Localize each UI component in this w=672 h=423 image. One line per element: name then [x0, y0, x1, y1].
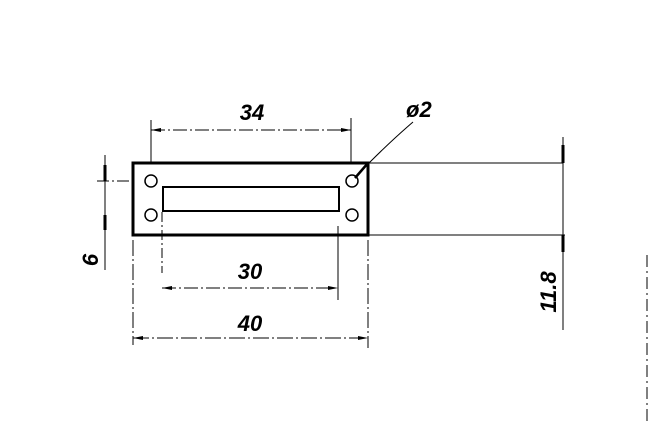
diameter-leader [354, 121, 414, 179]
dimension-40 [132, 240, 369, 348]
dimension-6 [97, 155, 130, 270]
dimension-label-40: 40 [237, 311, 263, 336]
dimension-label-6: 6 [78, 253, 103, 266]
dimension-label-30: 30 [238, 259, 263, 284]
slot-outline [162, 186, 340, 212]
hole-top-right [345, 174, 359, 188]
dimension-11-8 [368, 137, 565, 330]
dimension-30 [161, 212, 339, 300]
hole-bottom-left [144, 208, 158, 222]
dimension-label-diameter: ø2 [406, 97, 432, 122]
plate-outline [131, 161, 370, 237]
dimension-label-34: 34 [240, 100, 264, 125]
hole-top-left [144, 174, 158, 188]
hole-bottom-right [345, 208, 359, 222]
dimension-34 [150, 118, 352, 163]
dimension-label-11-8: 11.8 [536, 271, 561, 313]
